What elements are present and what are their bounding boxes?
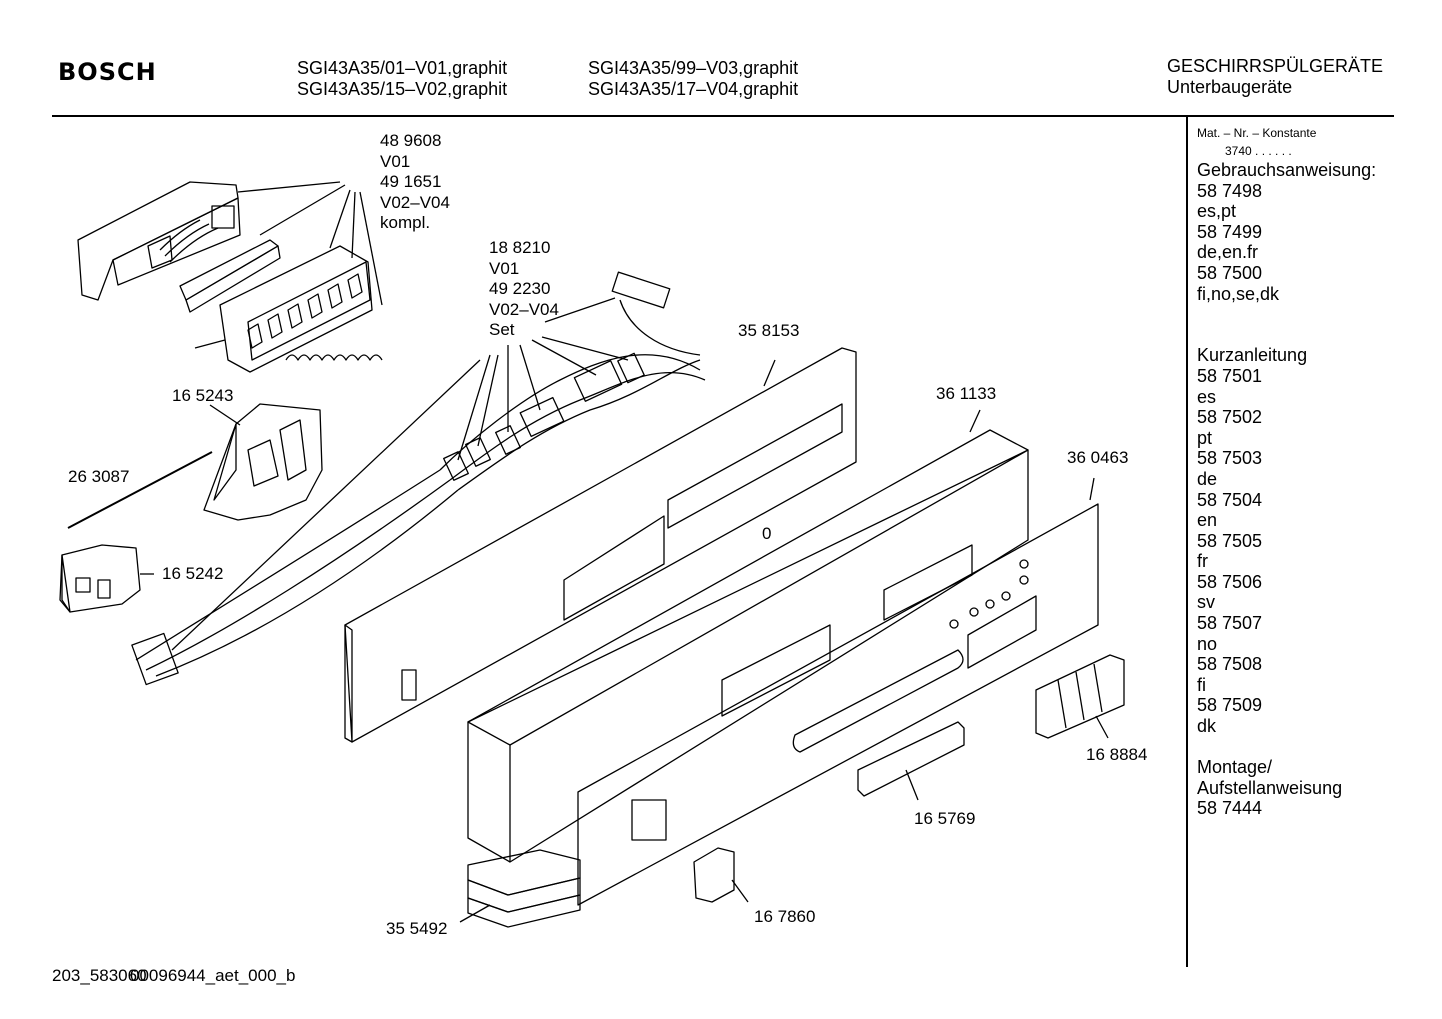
harness-drawing: [131, 271, 706, 686]
model-line: SGI43A35/99–V03,graphit: [588, 58, 799, 78]
label-line: 49 1651: [380, 172, 442, 192]
sidebar-line: 58 7500: [1197, 262, 1263, 283]
sidebar-line: 58 7508: [1197, 654, 1263, 675]
sidebar-line: 58 7501: [1197, 365, 1263, 386]
sidebar-line: 58 7498: [1197, 180, 1263, 201]
switch-drawing: [59, 544, 154, 613]
sidebar-line: no: [1197, 633, 1218, 654]
model-list-right: SGI43A35/99–V03,graphit SGI43A35/17–V04,…: [588, 58, 798, 100]
label-line: 49 2230: [489, 279, 551, 299]
sidebar-line: fr: [1197, 551, 1208, 572]
sidebar-line: de,en.fr: [1197, 242, 1259, 263]
part-label-168884: 16 8884: [1086, 745, 1148, 764]
part-label-165769: 16 5769: [914, 809, 976, 828]
brand-logo: BOSCH: [58, 58, 157, 86]
mat-number-label: Mat. – Nr. – Konstante: [1197, 126, 1317, 140]
sidebar-line: dk: [1197, 716, 1217, 737]
sidebar-line: 58 7506: [1197, 571, 1263, 592]
panel-marker-zero: 0: [762, 524, 772, 543]
sidebar-line: pt: [1197, 427, 1213, 448]
label-line: 18 8210: [489, 238, 551, 257]
sidebar-line: 58 7504: [1197, 489, 1263, 510]
sidebar-line: Aufstellanweisung: [1197, 777, 1343, 798]
control-module-drawing: [77, 181, 383, 373]
category-subtitle: Unterbaugeräte: [1167, 77, 1293, 97]
sidebar-line: 58 7503: [1197, 448, 1263, 469]
sidebar-line: fi: [1197, 674, 1206, 695]
sidebar-line: fi,no,se,dk: [1197, 283, 1280, 304]
rear-panel-drawing: [344, 347, 857, 743]
drawing-id: 203_583060: [52, 966, 147, 986]
front-panel-drawing: [467, 409, 1029, 863]
label-line: V01: [489, 258, 520, 278]
label-line: V01: [380, 151, 411, 171]
model-line: SGI43A35/01–V01,graphit: [297, 58, 508, 78]
sidebar-line: sv: [1197, 592, 1215, 613]
knob-drawing: [693, 847, 749, 903]
module-leader-lines: [237, 181, 383, 306]
sidebar-line: 58 7444: [1197, 798, 1263, 819]
sidebar-line: de: [1197, 468, 1218, 489]
sidebar-line: en: [1197, 510, 1218, 531]
handle-strip-drawing: [857, 721, 965, 801]
sidebar-line: Gebrauchsanweisung:: [1197, 160, 1377, 180]
model-line: SGI43A35/17–V04,graphit: [588, 79, 799, 99]
label-line: Set: [489, 320, 515, 340]
sidebar-line: Montage/: [1197, 757, 1273, 778]
sidebar-line: 58 7507: [1197, 613, 1263, 634]
header-divider: [52, 115, 1394, 117]
dispenser-drawing: [203, 403, 323, 521]
module-part-label: 48 9608 V01 49 1651 V02–V04 kompl.: [380, 131, 450, 234]
harness-part-label: 18 8210 V01 49 2230 V02–V04 Set: [489, 238, 559, 341]
rod-drawing: [67, 451, 213, 529]
part-label-361133: 36 1133: [936, 384, 997, 403]
part-label-263087: 26 3087: [68, 467, 130, 486]
sidebar-line: es,pt: [1197, 201, 1237, 222]
category-title: GESCHIRRSPÜLGERÄTE: [1167, 56, 1384, 76]
sidebar-divider: [1186, 117, 1188, 967]
drawing-id-base: 203_583060: [52, 966, 147, 985]
category-heading: GESCHIRRSPÜLGERÄTE Unterbaugeräte: [1167, 56, 1383, 98]
label-line: 48 9608: [380, 131, 442, 150]
sidebar-line: 58 7509: [1197, 695, 1263, 716]
label-line: V02–V04: [489, 299, 559, 319]
drawing-id-overprint-text: 00096944_aet_000_b: [130, 966, 296, 985]
label-line: kompl.: [380, 213, 431, 233]
part-label-360463: 36 0463: [1067, 448, 1129, 467]
sidebar-line: 58 7505: [1197, 530, 1263, 551]
harness-leader-lines: [171, 297, 629, 651]
part-label-358153: 35 8153: [738, 321, 800, 340]
label-line: V02–V04: [380, 192, 450, 212]
part-label-355492: 35 5492: [386, 919, 448, 938]
drawing-id-overprint: 00096944_aet_000_b: [130, 966, 295, 986]
sidebar-line: Kurzanleitung: [1197, 345, 1308, 366]
sidebar-line: 58 7499: [1197, 221, 1263, 242]
part-label-167860: 16 7860: [754, 907, 816, 926]
seal-strip-drawing: [459, 849, 581, 928]
mat-number-value: 3740 . . . . . .: [1225, 144, 1292, 158]
button-block-drawing: [1035, 654, 1125, 739]
model-line: SGI43A35/15–V02,graphit: [297, 79, 508, 99]
part-label-165243: 16 5243: [172, 386, 234, 405]
sidebar-line: es: [1197, 386, 1217, 407]
part-label-165242: 16 5242: [162, 564, 224, 583]
model-list-left: SGI43A35/01–V01,graphit SGI43A35/15–V02,…: [297, 58, 507, 100]
documentation-sidebar: Mat. – Nr. – Konstante 3740 . . . . . . …: [1197, 124, 1376, 819]
sidebar-line: 58 7502: [1197, 407, 1263, 428]
cover-panel-drawing: [577, 477, 1099, 906]
